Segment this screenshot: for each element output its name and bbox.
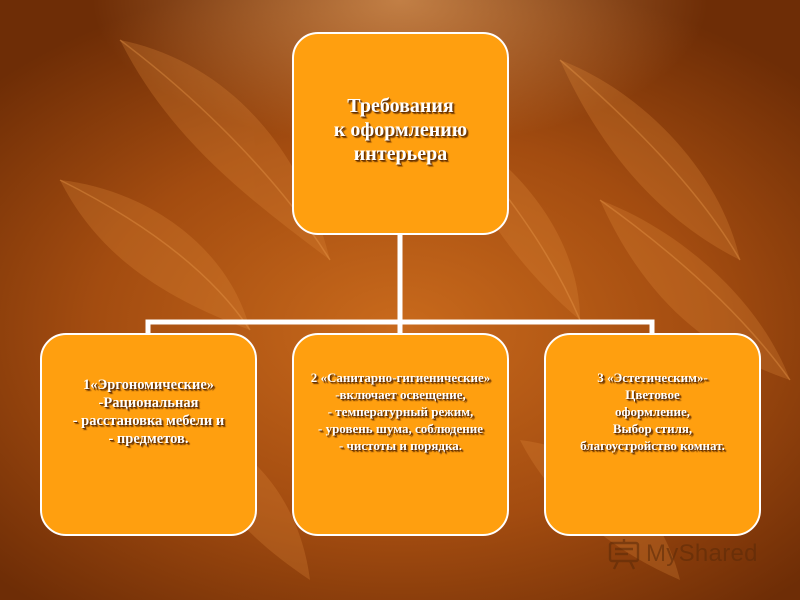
root-line-2: к оформлению (333, 119, 468, 141)
ergonomic-line-3: - расстановка мебели и (72, 412, 225, 429)
root-line-1: Требования (347, 95, 454, 117)
sanitary-line-3: - температурный режим, (327, 404, 474, 419)
node-sanitary: 2 «Санитарно-гигиенические» -включает ос… (292, 333, 509, 536)
ergonomic-line-4: - предметов. (108, 430, 189, 447)
aesthetic-line-4: Выбор стиля, (612, 421, 693, 436)
watermark-text: MyShared (646, 540, 758, 567)
aesthetic-line-1: 3 «Эстетическим»- (597, 370, 708, 385)
node-ergonomic: 1«Эргономические» -Рациональная - расста… (40, 333, 257, 536)
node-aesthetic: 3 «Эстетическим»- Цветовое оформление, В… (544, 333, 761, 536)
sanitary-line-4: - уровень шума, соблюдение (318, 421, 483, 436)
sanitary-line-2: -включает освещение, (335, 387, 466, 402)
aesthetic-line-2: Цветовое (625, 387, 680, 402)
watermark-logo: MyShared (606, 537, 758, 571)
root-node-requirements: Требования к оформлению интерьера (292, 32, 509, 235)
ergonomic-line-2: -Рациональная (98, 394, 199, 411)
sanitary-line-1: 2 «Санитарно-гигиенические» (310, 370, 491, 385)
presentation-board-icon (608, 539, 640, 570)
root-line-3: интерьера (353, 143, 448, 165)
sanitary-line-5: - чистоты и порядка. (338, 438, 463, 453)
aesthetic-line-3: оформление, (615, 404, 690, 419)
ergonomic-line-1: 1«Эргономические» (82, 376, 215, 393)
aesthetic-line-5: благоустройство комнат. (580, 438, 725, 453)
